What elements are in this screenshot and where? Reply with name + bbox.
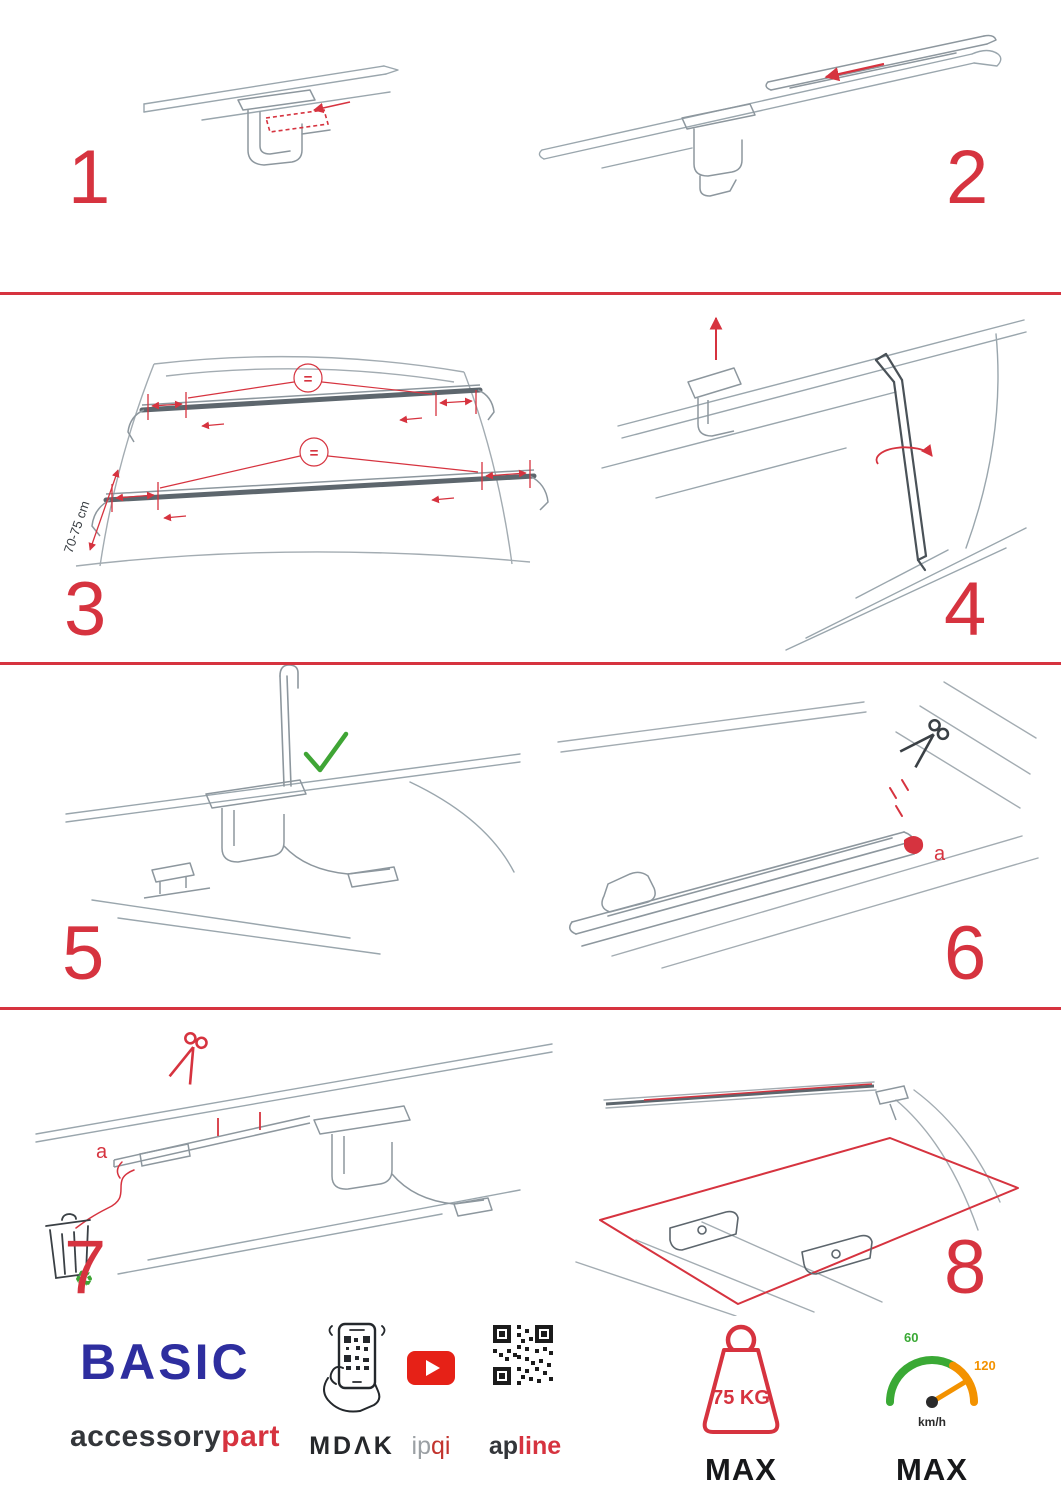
step-1-number: 1 bbox=[68, 135, 111, 220]
section-divider-3 bbox=[0, 1007, 1061, 1010]
partner-logo-mdak: MDΛK bbox=[309, 1432, 395, 1460]
max-load-value: 75 KG bbox=[712, 1387, 770, 1409]
recycle-icon: ♻ bbox=[74, 1266, 94, 1291]
crossbar-channel bbox=[568, 831, 917, 947]
clamp-bracket bbox=[687, 367, 742, 437]
youtube-icon bbox=[407, 1351, 455, 1385]
ipqi-right: qi bbox=[431, 1432, 451, 1460]
speed-high-label: 120 bbox=[974, 1358, 996, 1373]
speed-low-label: 60 bbox=[904, 1330, 918, 1345]
apline-right: line bbox=[518, 1432, 562, 1460]
trim-strip bbox=[113, 1115, 311, 1168]
roof-lines bbox=[557, 681, 1039, 969]
clamp-bracket bbox=[143, 779, 399, 899]
step-5-number: 5 bbox=[62, 911, 105, 996]
step-5-illustration bbox=[65, 664, 521, 955]
step-8-number: 8 bbox=[944, 1225, 987, 1310]
phone-qr-scan-icon bbox=[323, 1322, 386, 1413]
end-support bbox=[601, 871, 656, 913]
speed-unit-label: km/h bbox=[918, 1415, 946, 1429]
strip-end bbox=[904, 836, 924, 854]
step-6-illustration: a bbox=[557, 681, 1039, 969]
partner-logo-ipqi: ipqi bbox=[401, 1432, 461, 1461]
clamp-bracket bbox=[313, 1105, 493, 1217]
crossbar-lines bbox=[538, 49, 1002, 169]
section-divider-2 bbox=[0, 662, 1061, 665]
ceiling-lines bbox=[35, 1043, 553, 1275]
phone-qr-pattern bbox=[344, 1336, 370, 1370]
scissors-icon bbox=[168, 1031, 208, 1085]
crossbars bbox=[103, 387, 537, 503]
clamp-bracket bbox=[237, 89, 331, 166]
scissors-icon bbox=[899, 718, 950, 768]
equal-spacing-callouts bbox=[159, 363, 479, 489]
allen-key-icon bbox=[874, 352, 928, 572]
strip-label: a bbox=[96, 1141, 108, 1163]
speedometer-icon: 60 120 km/h bbox=[886, 1330, 996, 1429]
brand-subtitle-right: part bbox=[221, 1420, 280, 1453]
frame-lines bbox=[65, 753, 521, 955]
equal-sign-top: = bbox=[304, 371, 313, 388]
step-2-illustration bbox=[538, 34, 1002, 197]
strip-label: a bbox=[934, 843, 946, 865]
max-load-label: MAX bbox=[705, 1452, 777, 1487]
step-2-number: 2 bbox=[946, 135, 989, 220]
step-6-number: 6 bbox=[944, 911, 987, 996]
bar-spacing-label: 70-75 cm bbox=[61, 499, 93, 555]
insert-plate-highlight bbox=[264, 101, 351, 133]
motion-arrows bbox=[709, 316, 933, 465]
bar-body bbox=[605, 1084, 875, 1106]
max-speed-label: MAX bbox=[896, 1452, 968, 1487]
step-1-illustration bbox=[143, 65, 399, 166]
step-4-number: 4 bbox=[944, 567, 987, 652]
ipqi-left: ip bbox=[411, 1432, 431, 1460]
brand-subtitle-left: accessory bbox=[70, 1420, 222, 1453]
qr-code-icon bbox=[493, 1325, 553, 1385]
dimension-marks bbox=[88, 390, 531, 551]
step-4-illustration bbox=[601, 316, 1027, 651]
clamp-bracket bbox=[681, 103, 756, 197]
cut-marks bbox=[217, 1112, 261, 1136]
check-icon bbox=[303, 731, 349, 773]
bar-accent bbox=[643, 1083, 873, 1101]
roof-rail-lines bbox=[601, 319, 1027, 651]
hand bbox=[323, 1365, 381, 1413]
step-7-number: 7 bbox=[64, 1225, 107, 1310]
bar-clamp bbox=[875, 1085, 909, 1121]
section-divider-1 bbox=[0, 292, 1061, 295]
fixing-feet bbox=[669, 1210, 873, 1275]
cut-pieces bbox=[889, 779, 909, 817]
step-7-illustration: a ♻ bbox=[35, 1031, 553, 1291]
discard-path bbox=[75, 1161, 135, 1229]
roof-lines bbox=[575, 1081, 1001, 1316]
step-3-number: 3 bbox=[64, 567, 107, 652]
apline-left: ap bbox=[488, 1432, 519, 1460]
partner-logo-apline: apline bbox=[477, 1432, 573, 1461]
cover-strip bbox=[765, 34, 997, 91]
step-3-illustration: = = 70-75 cm bbox=[61, 355, 549, 567]
trash-icon bbox=[45, 1213, 91, 1280]
step-8-illustration bbox=[575, 1081, 1019, 1316]
positioning-rod bbox=[279, 664, 299, 787]
door-frame-lines bbox=[143, 65, 399, 121]
slide-arrow bbox=[824, 62, 885, 82]
max-load-icon: 75 KG bbox=[702, 1324, 780, 1434]
equal-sign-bottom: = bbox=[310, 445, 319, 462]
highlight-frame bbox=[599, 1137, 1019, 1305]
brand-subtitle: accessorypart bbox=[70, 1420, 280, 1454]
brand-logo: BASIC bbox=[80, 1334, 251, 1390]
